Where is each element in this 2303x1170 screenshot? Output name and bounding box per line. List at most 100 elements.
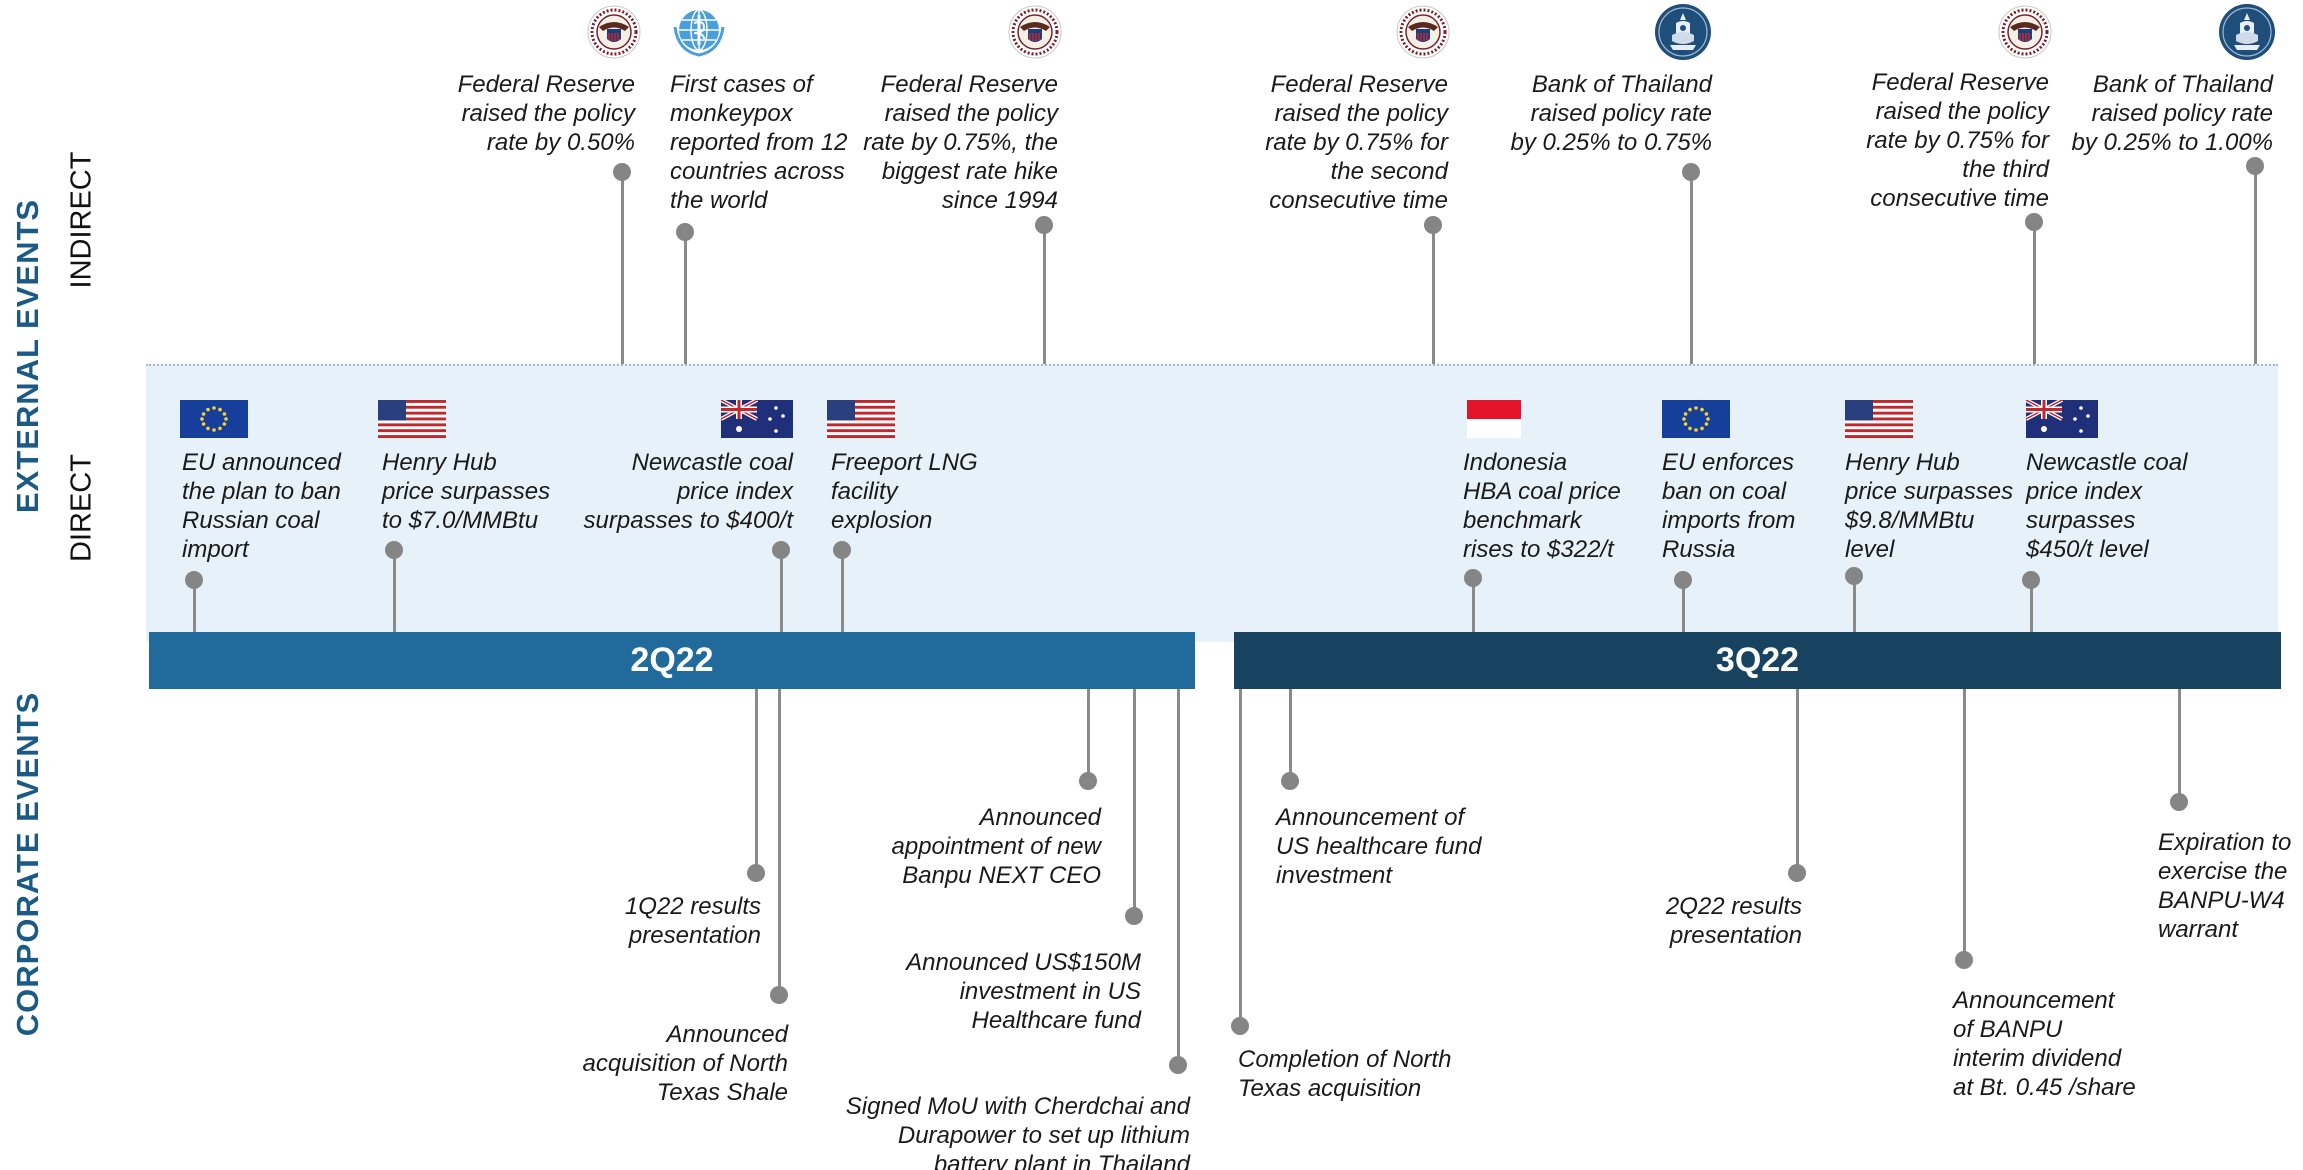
direct-event-8: Newcastle coal price index surpasses $45… <box>2026 449 2188 563</box>
corporate-dot-8 <box>1788 864 1806 882</box>
direct-events-band <box>146 364 2278 642</box>
indirect-dot-6 <box>2025 213 2043 231</box>
corporate-stem-10 <box>2178 689 2181 802</box>
us-flag-icon <box>378 400 446 438</box>
eu-flag-icon <box>180 400 248 438</box>
corporate-stem-7 <box>1289 689 1292 781</box>
federal-reserve-seal-icon <box>587 5 641 59</box>
corporate-event-10: Expiration to exercise the BANPU-W4 warr… <box>2158 829 2292 943</box>
direct-stem-6 <box>1682 580 1685 632</box>
corporate-stem-5 <box>1177 689 1180 1065</box>
indirect-stem-6 <box>2033 222 2036 364</box>
indirect-dot-2 <box>676 223 694 241</box>
corporate-dot-4 <box>1125 907 1143 925</box>
corporate-stem-8 <box>1796 689 1799 873</box>
indirect-event-5: Bank of Thailand raised policy rate by 0… <box>1510 71 1712 156</box>
direct-event-4: Freeport LNG facility explosion <box>831 449 978 534</box>
bank-of-thailand-seal-icon <box>2219 4 2275 60</box>
federal-reserve-seal-icon <box>1396 5 1450 59</box>
federal-reserve-seal-icon <box>1008 5 1062 59</box>
indirect-event-1: Federal Reserve raised the policy rate b… <box>457 71 635 156</box>
direct-stem-8 <box>2030 580 2033 632</box>
direct-stem-7 <box>1853 576 1856 632</box>
corporate-dot-7 <box>1281 772 1299 790</box>
indirect-event-6: Federal Reserve raised the policy rate b… <box>1866 69 2049 212</box>
quarter-label-3q22: 3Q22 <box>1715 641 1800 679</box>
indirect-stem-3 <box>1043 225 1046 364</box>
quarter-bar-2q22: 2Q22 <box>149 632 1195 689</box>
direct-stem-1 <box>193 580 196 632</box>
corporate-stem-1 <box>755 689 758 873</box>
indirect-dot-7 <box>2246 157 2264 175</box>
corporate-dot-9 <box>1955 951 1973 969</box>
indirect-stem-1 <box>621 172 624 364</box>
indirect-stem-7 <box>2254 166 2257 364</box>
indirect-event-4: Federal Reserve raised the policy rate b… <box>1265 71 1448 214</box>
us-flag-icon <box>1845 400 1913 438</box>
direct-dot-2 <box>385 541 403 559</box>
indirect-dot-1 <box>613 163 631 181</box>
indirect-stem-5 <box>1690 172 1693 364</box>
indirect-event-2: First cases of monkeypox reported from 1… <box>670 71 848 214</box>
corporate-event-8: 2Q22 results presentation <box>1665 893 1802 949</box>
corporate-event-9: Announcement of BANPU interim dividend a… <box>1953 987 2136 1101</box>
corporate-event-5: Signed MoU with Cherdchai and Durapower … <box>845 1093 1190 1170</box>
corporate-stem-2 <box>778 689 781 995</box>
corporate-events-label: CORPORATE EVENTS <box>10 691 45 1037</box>
direct-event-3: Newcastle coal price index surpasses to … <box>583 449 793 534</box>
direct-event-7: Henry Hub price surpasses $9.8/MMBtu lev… <box>1845 449 2014 563</box>
us-flag-icon <box>827 400 895 438</box>
indirect-stem-2 <box>684 232 687 364</box>
australia-flag-icon <box>2026 400 2098 438</box>
external-events-label: EXTERNAL EVENTS <box>10 198 45 514</box>
corporate-dot-1 <box>747 864 765 882</box>
indirect-direct-divider <box>146 364 2278 366</box>
indonesia-flag-icon <box>1467 400 1521 438</box>
direct-dot-3 <box>772 541 790 559</box>
who-logo-icon <box>673 9 725 57</box>
corporate-event-4: Announced US$150M investment in US Healt… <box>906 949 1141 1034</box>
corporate-dot-2 <box>770 986 788 1004</box>
direct-event-2: Henry Hub price surpasses to $7.0/MMBtu <box>382 449 551 534</box>
corporate-dot-6 <box>1231 1017 1249 1035</box>
direct-dot-7 <box>1845 567 1863 585</box>
australia-flag-icon <box>721 400 793 438</box>
eu-flag-icon <box>1662 400 1730 438</box>
direct-dot-5 <box>1464 569 1482 587</box>
bank-of-thailand-seal-icon <box>1655 4 1711 60</box>
corporate-stem-9 <box>1963 689 1966 960</box>
corporate-dot-10 <box>2170 793 2188 811</box>
indirect-event-7: Bank of Thailand raised policy rate by 0… <box>2071 71 2273 156</box>
indirect-label: INDIRECT <box>65 151 98 289</box>
direct-dot-1 <box>185 571 203 589</box>
indirect-stem-4 <box>1432 225 1435 364</box>
direct-label: DIRECT <box>65 454 98 562</box>
direct-event-6: EU enforces ban on coal imports from Rus… <box>1662 449 1796 563</box>
quarter-label-2q22: 2Q22 <box>630 641 714 679</box>
corporate-dot-5 <box>1169 1056 1187 1074</box>
corporate-event-3: Announced appointment of new Banpu NEXT … <box>891 804 1101 889</box>
direct-stem-5 <box>1472 578 1475 632</box>
corporate-dot-3 <box>1079 772 1097 790</box>
indirect-dot-3 <box>1035 216 1053 234</box>
corporate-event-6: Completion of North Texas acquisition <box>1238 1046 1452 1102</box>
direct-dot-6 <box>1674 571 1692 589</box>
indirect-event-3: Federal Reserve raised the policy rate b… <box>863 71 1058 214</box>
federal-reserve-seal-icon <box>1998 5 2052 59</box>
direct-event-5: Indonesia HBA coal price benchmark rises… <box>1463 449 1621 563</box>
corporate-stem-3 <box>1087 689 1090 781</box>
indirect-dot-5 <box>1682 163 1700 181</box>
direct-event-1: EU announced the plan to ban Russian coa… <box>182 449 341 563</box>
corporate-stem-6 <box>1239 689 1242 1026</box>
corporate-event-1: 1Q22 results presentation <box>624 893 761 949</box>
corporate-event-7: Announcement of US healthcare fund inves… <box>1276 804 1482 889</box>
corporate-event-2: Announced acquisition of North Texas Sha… <box>582 1021 788 1106</box>
direct-stem-4 <box>841 550 844 632</box>
corporate-stem-4 <box>1133 689 1136 916</box>
quarter-bar-3q22: 3Q22 <box>1234 632 2281 689</box>
direct-stem-2 <box>393 550 396 632</box>
indirect-dot-4 <box>1424 216 1442 234</box>
direct-stem-3 <box>780 550 783 632</box>
direct-dot-4 <box>833 541 851 559</box>
